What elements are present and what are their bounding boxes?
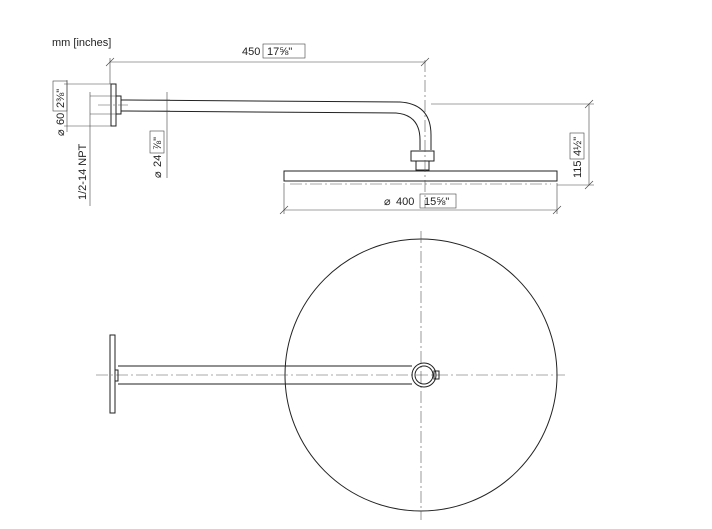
dim-arm-diameter-inches: ⅞" — [152, 137, 164, 150]
ball-joint-inner — [414, 365, 434, 385]
inch-box — [149, 130, 165, 154]
dim-tick — [279, 205, 289, 215]
top-view — [96, 231, 565, 520]
dim-height-inches: 4½" — [572, 137, 584, 156]
ball-joint-top — [411, 362, 437, 388]
inch-box — [569, 132, 585, 160]
thread-spec: 1/2-14 NPT — [77, 143, 89, 200]
side-view: 450 17⅝" 115 4½" ⌀ 400 15⅝" ⌀ 60 2⅜" — [52, 43, 594, 215]
dim-head-diameter-inches: 15⅝" — [424, 196, 449, 208]
ball-joint — [410, 150, 435, 162]
dim-height-mm: 115 — [572, 160, 584, 178]
diameter-symbol: ⌀ — [55, 129, 67, 136]
inch-box — [419, 193, 457, 209]
diameter-symbol: ⌀ — [152, 171, 164, 178]
flange-collar-top — [114, 369, 119, 382]
units-label: mm [inches] — [52, 37, 111, 49]
inch-box — [262, 43, 306, 59]
dim-tick — [552, 205, 562, 215]
arm-elbow-inner — [395, 112, 421, 150]
dim-tick — [584, 180, 594, 190]
inch-box — [52, 80, 68, 112]
arm-bottom-edge — [120, 110, 397, 114]
dim-flange-inches: 2⅜" — [55, 89, 67, 108]
diameter-symbol: ⌀ — [384, 196, 391, 208]
joint-nub — [433, 370, 440, 380]
arm-elbow-outer — [399, 101, 432, 150]
arm-top-edge — [120, 99, 401, 103]
shower-head-side — [283, 170, 558, 182]
dim-tick — [105, 57, 115, 67]
dim-tick — [584, 99, 594, 109]
dim-head-diameter-mm: 400 — [396, 196, 414, 208]
dim-arm-length-mm: 450 — [242, 46, 260, 58]
wall-flange-top — [109, 334, 116, 414]
dim-tick — [420, 57, 430, 67]
dim-arm-length-inches: 17⅝" — [267, 46, 292, 58]
connector-neck — [415, 160, 430, 171]
dim-arm-diameter-mm: 24 — [152, 155, 164, 167]
dim-flange-mm: 60 — [55, 113, 67, 125]
